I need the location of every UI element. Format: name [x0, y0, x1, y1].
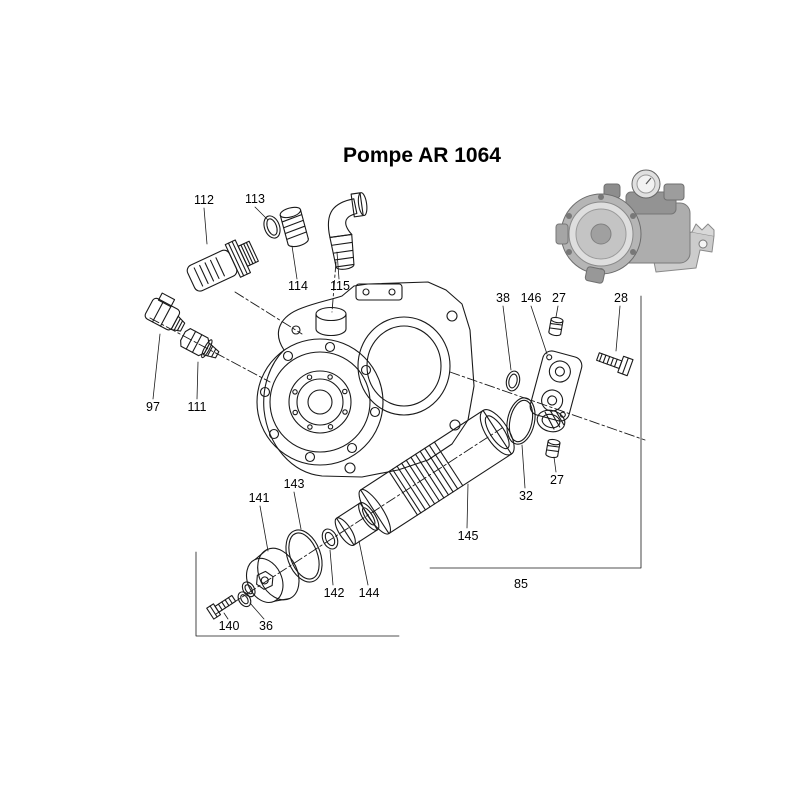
axis-centerlines	[149, 261, 646, 615]
part-115-elbow-hose-fitting	[327, 192, 368, 270]
housing-top-port	[315, 306, 347, 337]
assembled-pump-photo	[555, 169, 715, 284]
label-27-bottom: 27	[550, 473, 564, 487]
pump-right-port	[663, 183, 685, 201]
bearing-balls	[292, 374, 348, 430]
label-27-top: 27	[552, 291, 566, 305]
part-146-valve-cover	[529, 350, 583, 422]
part-labels: 112 113 114 115 97 111 38 146 27 28 27 3…	[146, 192, 628, 633]
pump-left-inlet	[555, 223, 569, 245]
label-114: 114	[288, 279, 308, 293]
part-144-piston	[334, 502, 380, 546]
part-142-washer	[321, 528, 339, 550]
part-140-screw	[206, 594, 237, 620]
pump-hub	[590, 223, 612, 245]
label-142: 142	[324, 586, 345, 600]
dimension-bracket-85	[195, 295, 642, 637]
label-36: 36	[259, 619, 273, 633]
leader-lines	[152, 206, 621, 620]
part-38-oring	[505, 370, 521, 392]
label-115: 115	[330, 279, 350, 293]
part-114-port-fitting	[279, 206, 309, 248]
part-27-plug-top	[548, 316, 564, 337]
housing-top-pad	[355, 283, 403, 301]
label-28: 28	[614, 291, 628, 305]
pump-bracket-serration	[691, 223, 715, 236]
flange-bolt-holes	[259, 341, 381, 463]
label-145: 145	[458, 529, 479, 543]
part-111-hex-plug	[180, 328, 220, 359]
label-32: 32	[519, 489, 533, 503]
part-28-bolt	[596, 352, 634, 377]
pump-housing	[256, 281, 475, 478]
gauge-needle	[645, 177, 652, 185]
part-113-oring	[263, 215, 281, 239]
label-141: 141	[249, 491, 270, 505]
diagram-title: Pompe AR 1064	[343, 144, 501, 167]
label-143: 143	[284, 477, 305, 491]
part-145-cylinder-sleeve	[358, 409, 515, 535]
label-140: 140	[219, 619, 240, 633]
label-144: 144	[359, 586, 380, 600]
label-112: 112	[194, 193, 214, 207]
part-32-oring	[506, 397, 536, 445]
part-143-ring	[285, 529, 323, 583]
label-38: 38	[496, 291, 510, 305]
part-36-washers	[237, 581, 256, 608]
clamp-bolts	[566, 194, 636, 274]
label-111: 111	[187, 400, 206, 414]
part-141-cap	[245, 547, 300, 603]
pump-bottom-outlet	[584, 266, 606, 284]
label-97: 97	[146, 400, 160, 414]
label-85: 85	[514, 577, 528, 591]
pump-bracket-hole	[698, 239, 708, 249]
label-146: 146	[521, 291, 542, 305]
part-146-valve-spring-cage	[536, 409, 566, 433]
part-27-plug-bottom	[545, 438, 561, 459]
part-112-valve-assembly	[186, 239, 259, 292]
part-97-elbow-fitting	[144, 292, 186, 332]
label-113: 113	[245, 192, 265, 206]
